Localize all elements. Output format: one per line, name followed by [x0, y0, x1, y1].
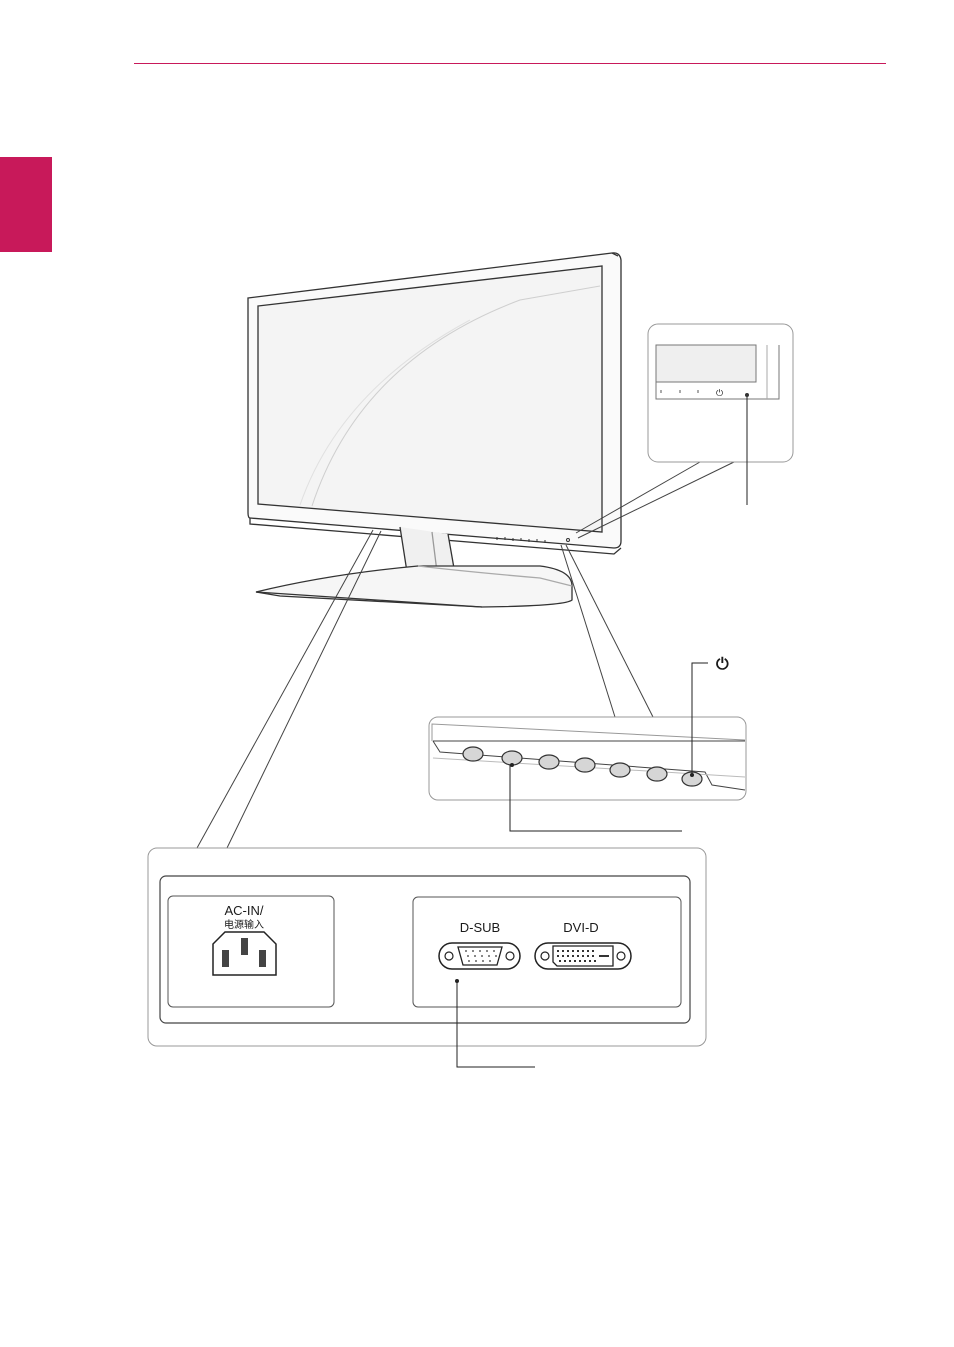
dvid-label: DVI-D	[563, 920, 598, 935]
dsub-connector	[439, 943, 520, 969]
inset-power-icon: ⏻	[716, 388, 723, 398]
buttons-callout-lines	[561, 545, 653, 717]
rear-ports-panel: AC-IN/ 电源输入 D-SUB DVI-D	[148, 848, 706, 1067]
power-button-icon: ⏻	[716, 656, 729, 673]
ac-in-label: AC-IN/	[225, 903, 264, 918]
button-closeup: ⏻	[429, 656, 746, 831]
power-led-dot	[745, 393, 749, 397]
dvid-connector	[535, 943, 631, 969]
dsub-label: D-SUB	[460, 920, 500, 935]
ac-in-sublabel: 电源输入	[224, 918, 264, 931]
monitor-illustration	[248, 253, 621, 607]
power-indicator-inset: ⏻	[648, 324, 793, 505]
